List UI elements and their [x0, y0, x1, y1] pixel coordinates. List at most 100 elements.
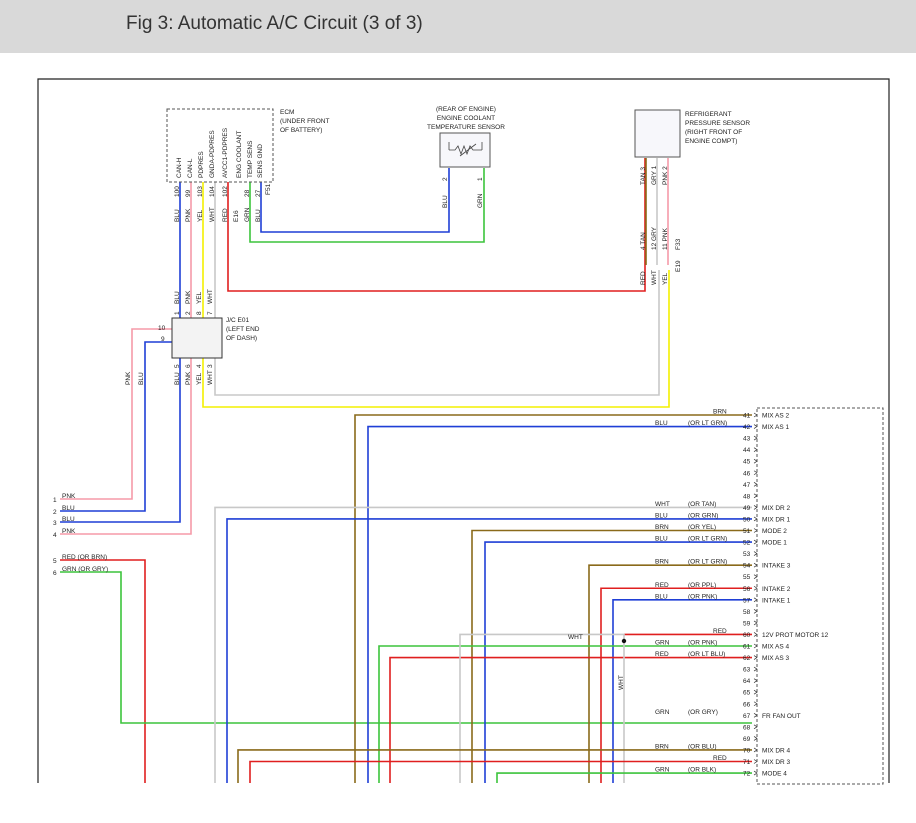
junction-label-3: OF DASH) [226, 335, 257, 342]
pressure-top-wire: TAN 3 [640, 167, 647, 185]
module-pin-number: 47 [743, 482, 751, 489]
module-pin-arrow [753, 655, 758, 660]
splice-label: WHT [568, 634, 583, 641]
module-wire-color: RED [655, 582, 669, 589]
module-wire-color: BRN [655, 743, 669, 750]
junction-bottom-color: PNK [185, 371, 192, 385]
ecm-label-1: ECM [280, 109, 294, 116]
junction-bottom-color: YEL [196, 372, 203, 385]
module-pin-number: 53 [743, 551, 751, 558]
ecm-wire-color: GRN [244, 207, 251, 222]
module-pin-number: 45 [743, 459, 751, 466]
pressure-bottom-wire: 4 TAN [640, 232, 647, 250]
ect-sensor-box [439, 132, 491, 168]
wire-module-61 [378, 645, 752, 783]
module-wire-color: BRN [713, 409, 727, 416]
module-wire-alt: (OR PNK) [688, 640, 717, 647]
ecm-pin-name: PDPRES [198, 151, 205, 178]
module-pin-number: 58 [743, 609, 751, 616]
module-pin-name: MIX AS 3 [762, 655, 789, 662]
module-pin-arrow [753, 701, 758, 707]
module-wire-alt: (OR GRN) [688, 512, 718, 519]
wire-module-49 [214, 506, 752, 783]
wire-yel-ps [202, 270, 670, 408]
module-pin-arrow [753, 505, 758, 510]
wire-splice-wht [459, 633, 625, 783]
ecm-pin-number: 103 [197, 186, 204, 197]
ecm-box [166, 108, 274, 183]
junction-left-color: PNK [125, 371, 132, 385]
wire-module-72 [496, 772, 752, 783]
junction-bottom-pin: 5 [174, 364, 181, 368]
diagram-frame [37, 78, 890, 783]
module-wire-color: GRN [655, 709, 670, 716]
module-wire-alt: (OR LT BLU) [688, 651, 725, 658]
ecm-pin-name: SENS GND [257, 144, 264, 178]
module-wire-color: RED [713, 628, 727, 635]
left-terminal-label: BLU [62, 516, 75, 523]
module-pin-arrow [753, 770, 758, 776]
module-pin-number: 57 [743, 597, 751, 604]
ecm-pin-number: 99 [185, 189, 192, 197]
wire-module-51 [471, 529, 752, 783]
module-pin-number: 61 [743, 644, 751, 651]
module-wire-alt: (OR GRY) [688, 709, 718, 716]
left-terminal-number: 5 [53, 558, 57, 565]
module-pin-number: 55 [743, 574, 751, 581]
module-pin-name: INTAKE 3 [762, 563, 791, 570]
ecm-pin-name: TEMP SENS [247, 140, 254, 178]
ect-pin: 1 [477, 177, 484, 181]
module-wire-alt: (OR LT GRN) [688, 420, 727, 427]
module-pin-name: INTAKE 2 [762, 586, 791, 593]
module-pin-number: 44 [743, 447, 751, 454]
ecm-wire-color: BLU [255, 209, 262, 222]
module-pin-number: 43 [743, 436, 751, 443]
wire-module-52 [484, 541, 752, 783]
module-wire-color: GRN [655, 767, 670, 774]
module-pin-name: INTAKE 1 [762, 597, 791, 604]
left-terminal-number: 2 [53, 509, 57, 516]
module-pin-name: MODE 1 [762, 540, 787, 547]
left-terminal-label: PNK [62, 493, 76, 500]
module-pin-number: 62 [743, 655, 751, 662]
junction-top-pin: 2 [185, 311, 192, 315]
junction-top-color: WHT [207, 289, 214, 304]
pressure-bottom-wire: 12 GRY [651, 226, 658, 250]
module-wire-alt: (OR PNK) [688, 593, 717, 600]
module-pin-name: MIX DR 1 [762, 516, 791, 523]
junction-bottom-pin: 6 [185, 364, 192, 368]
module-pin-number: 54 [743, 563, 751, 570]
wire-wht-ps [214, 270, 660, 396]
wire-module-54 [588, 564, 752, 783]
wire-term-1 [60, 328, 172, 500]
junction-top-color: YEL [196, 291, 203, 304]
module-pin-name: MIX DR 2 [762, 505, 791, 512]
module-pin-number: 63 [743, 667, 751, 674]
left-terminal-label: RED (OR BRN) [62, 554, 107, 561]
junction-label-1: J/C E01 [226, 317, 250, 324]
ect-label-1: (REAR OF ENGINE) [436, 106, 496, 113]
junction-bottom-color: BLU [174, 372, 181, 385]
module-pin-name: MIX DR 3 [762, 759, 791, 766]
ect-sensor: (REAR OF ENGINE) ENGINE COOLANT TEMPERAT… [427, 106, 505, 168]
ecm-pin-name: CAN-L [187, 158, 194, 178]
module-pin-number: 68 [743, 724, 751, 731]
module-pin-number: 69 [743, 736, 751, 743]
pressure-label-2: PRESSURE SENSOR [685, 120, 750, 127]
ecm-label-3: OF BATTERY) [280, 127, 322, 134]
module-pin-arrow [753, 689, 758, 695]
module-wire-color: RED [713, 755, 727, 762]
connector-id: E19 [675, 260, 682, 272]
page-title: Fig 3: Automatic A/C Circuit (3 of 3) [126, 13, 423, 34]
wire-module-70 [237, 749, 752, 783]
ecm-pin-number: 27 [255, 189, 262, 197]
left-terminal-label: BLU [62, 505, 75, 512]
wire-module-57 [612, 599, 752, 783]
wire-module-42 [367, 425, 752, 783]
module-pin-arrow [753, 470, 758, 476]
wire-module-62 [389, 656, 752, 783]
ect-wire-color: GRN [477, 193, 484, 208]
thermistor-symbol [448, 142, 483, 157]
ecm-pin-name: GNDA-PDPRES [209, 130, 216, 178]
